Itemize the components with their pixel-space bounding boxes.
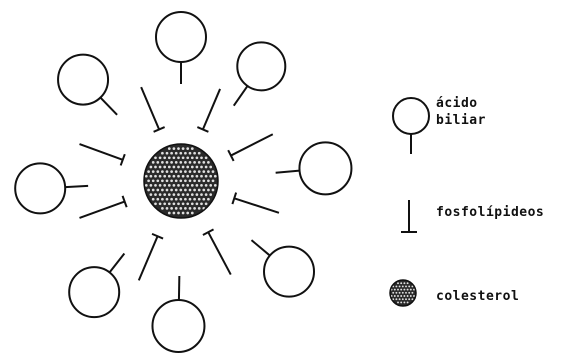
bile-acid-molecule bbox=[234, 42, 286, 105]
legend-bile-acid-line1: ácido bbox=[436, 96, 478, 111]
legend: ácido biliar fosfolípideos colesterol bbox=[390, 96, 544, 306]
legend-cholesterol: colesterol bbox=[436, 289, 519, 304]
bile-acid-molecule bbox=[156, 12, 206, 84]
phospholipid-molecule bbox=[139, 234, 163, 281]
legend-phospholipids: fosfolípideos bbox=[436, 205, 544, 220]
phospholipid-molecule bbox=[203, 229, 231, 274]
cholesterol-core bbox=[144, 144, 218, 218]
phospholipid-molecule bbox=[80, 144, 125, 165]
phospholipid-molecule bbox=[197, 89, 220, 132]
phospholipid-molecule bbox=[228, 134, 273, 161]
phospholipid-icon bbox=[401, 200, 417, 232]
legend-bile-acid-line2: biliar bbox=[436, 113, 486, 128]
bile-acid-molecule bbox=[15, 163, 88, 213]
phospholipid-molecule bbox=[141, 87, 164, 132]
bile-acid-molecule bbox=[276, 142, 352, 194]
bile-acid-molecule bbox=[69, 253, 124, 317]
bile-acid-icon bbox=[393, 98, 429, 154]
phospholipid-molecule bbox=[80, 196, 127, 218]
bile-acid-molecule bbox=[152, 276, 204, 352]
bile-acid-molecule bbox=[58, 55, 117, 115]
cholesterol-icon bbox=[390, 280, 416, 306]
phospholipid-molecule bbox=[232, 193, 279, 213]
bile-acid-molecule bbox=[251, 240, 314, 296]
